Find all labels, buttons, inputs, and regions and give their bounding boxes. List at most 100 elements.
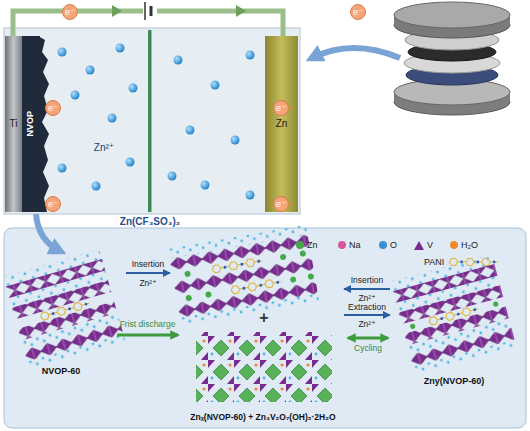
interlayer-oxygen: [27, 334, 125, 369]
electron-marker: e⁻: [45, 196, 61, 212]
interlayer-oxygen: [413, 339, 516, 374]
zinc-ion: [186, 126, 195, 135]
crystal-structure: NVOP-60: [5, 262, 117, 376]
extraction-arrow: [344, 314, 390, 316]
current-arrow: [112, 5, 122, 17]
layered-structure: [168, 225, 319, 326]
legend-item: Na: [338, 240, 361, 250]
legend-text: PANI: [424, 257, 444, 267]
legend-item: O: [379, 240, 397, 250]
zinc-atom: [290, 276, 297, 283]
zinc-ions: [58, 44, 255, 200]
ion-label: Zn²⁺: [94, 143, 114, 153]
legend-item: PANI: [424, 256, 499, 268]
legend-item: V: [414, 240, 433, 250]
insertion-arrow: [126, 272, 170, 274]
zinc-atom: [205, 291, 212, 298]
zinc-ion: [246, 191, 255, 200]
plus-sign: +: [259, 310, 268, 326]
zinc-ion: [86, 66, 95, 75]
electron-marker: e⁻: [45, 100, 61, 116]
vanadium-symbol: [414, 241, 424, 250]
titanium-electrode: Ti: [5, 36, 22, 212]
zinc-ion: [116, 44, 125, 53]
zinc-ion: [168, 172, 177, 181]
legend-item: Zn: [296, 240, 318, 250]
interlayer-oxygen: [180, 294, 319, 326]
zinc-ion: [129, 84, 138, 93]
layered-structure: [3, 249, 126, 369]
flow-arrow: [36, 214, 60, 251]
legend-text: H₂O: [461, 240, 478, 250]
electron-marker: e⁻: [273, 100, 289, 116]
cell-body: [4, 28, 300, 214]
zinc-electrode: Zn: [265, 36, 298, 212]
separator: [148, 30, 152, 212]
mechanism-panel: [4, 228, 526, 428]
zinc-atom: [280, 254, 287, 261]
process-label: Insertion: [351, 276, 384, 285]
pyrovanadate-structure: [196, 332, 332, 402]
zinc-ion: [246, 51, 255, 60]
zinc-ion: [201, 181, 210, 190]
coin-cell: [394, 2, 510, 115]
legend-text: V: [427, 240, 433, 250]
zinc-ion: [108, 114, 117, 123]
structure-label: Znₓ(NVOP-60) + Zn₃V₂O₇(OH)₂·2H₂O: [190, 413, 335, 422]
flow-arrow: [312, 48, 400, 58]
legend-symbol: [414, 241, 424, 250]
structure-label: NVOP-60: [42, 367, 81, 376]
structure-label: Zny(NVOP-60): [424, 377, 485, 386]
external-wire: [157, 11, 283, 36]
crystal-structure: Znₓ(NVOP-60) + Zn₃V₂O₇(OH)₂·2H₂O: [178, 326, 348, 422]
process-label: Insertion: [132, 260, 165, 269]
zinc-ion: [126, 158, 135, 167]
zinc-ion: [58, 164, 67, 173]
legend-swatch: [450, 241, 458, 249]
transition-arrow: [117, 334, 178, 337]
zinc-atom: [185, 295, 192, 302]
zinc-atom: [184, 270, 191, 277]
electrode-label: NVOP: [26, 111, 35, 137]
electron-marker: e⁻: [350, 4, 366, 20]
zinc-ion: [211, 81, 220, 90]
electron-marker: e⁻: [62, 4, 78, 20]
legend-text: Na: [349, 240, 361, 250]
process-label: Extraction: [348, 303, 386, 312]
current-arrow: [236, 5, 246, 17]
legend-swatch: [338, 241, 346, 249]
ion-label: Zn²⁺: [139, 279, 156, 288]
zinc-ion: [58, 48, 67, 57]
edge-label: Cycling: [354, 344, 382, 353]
zinc-atom: [409, 323, 415, 329]
battery-plate: [150, 6, 153, 16]
legend-swatch: [379, 241, 387, 249]
zinc-ion: [92, 182, 101, 191]
electrode-label: Zn: [276, 119, 288, 130]
crystal-structure: Zny(NVOP-60): [388, 262, 520, 386]
electron-marker: e⁻: [273, 196, 289, 212]
legend-item: H₂O: [450, 240, 478, 250]
zinc-atom: [299, 250, 306, 257]
edge-label: Frist discharge: [120, 320, 176, 329]
layered-structure: [390, 254, 516, 374]
battery-plate: [144, 2, 146, 20]
zinc-atom: [307, 273, 314, 280]
insertion-arrow: [344, 288, 390, 290]
legend-text: Zn: [307, 240, 318, 250]
ion-label: Zn²⁺: [358, 320, 375, 329]
coin-cap-face: [394, 2, 510, 28]
legend-swatch: [296, 241, 304, 249]
zinc-ion: [71, 91, 80, 100]
cathode-layer: NVOP: [22, 36, 40, 212]
transition-arrow: [348, 337, 388, 340]
zinc-ion: [231, 136, 240, 145]
ion-label: Zn²⁺: [358, 294, 375, 303]
zinc-ion: [174, 56, 183, 65]
external-wire: [13, 11, 143, 36]
pani-symbol: [450, 259, 498, 266]
electrolyte-label: Zn(CF₃SO₃)₂: [120, 217, 180, 227]
electrode-label: Ti: [10, 119, 18, 130]
